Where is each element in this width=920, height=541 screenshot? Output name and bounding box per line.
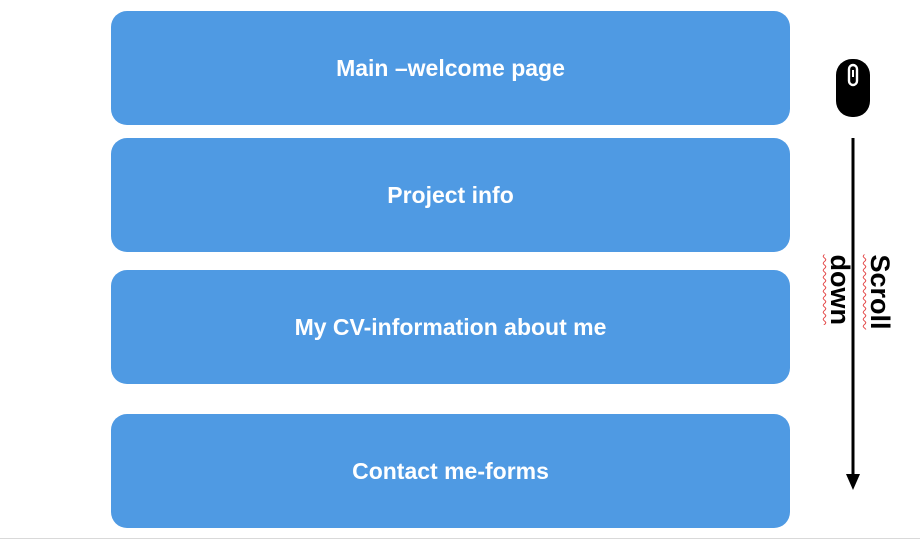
section-label-project-info: Project info bbox=[387, 181, 514, 208]
mouse-icon bbox=[836, 59, 870, 117]
section-label-cv: My CV-information about me bbox=[294, 313, 607, 340]
section-label-main: Main –welcome page bbox=[336, 54, 565, 81]
section-box-project-info[interactable]: Project info bbox=[111, 138, 790, 252]
bottom-divider bbox=[0, 538, 920, 539]
section-box-main[interactable]: Main –welcome page bbox=[111, 11, 790, 125]
down-arrow-icon bbox=[846, 138, 860, 490]
scroll-down-label: Scroll down bbox=[815, 247, 905, 337]
section-box-contact[interactable]: Contact me-forms bbox=[111, 414, 790, 528]
section-label-contact: Contact me-forms bbox=[352, 457, 549, 484]
scroll-label-line2: down bbox=[825, 254, 855, 325]
section-box-cv[interactable]: My CV-information about me bbox=[111, 270, 790, 384]
scroll-label-line1: Scroll bbox=[865, 254, 895, 330]
